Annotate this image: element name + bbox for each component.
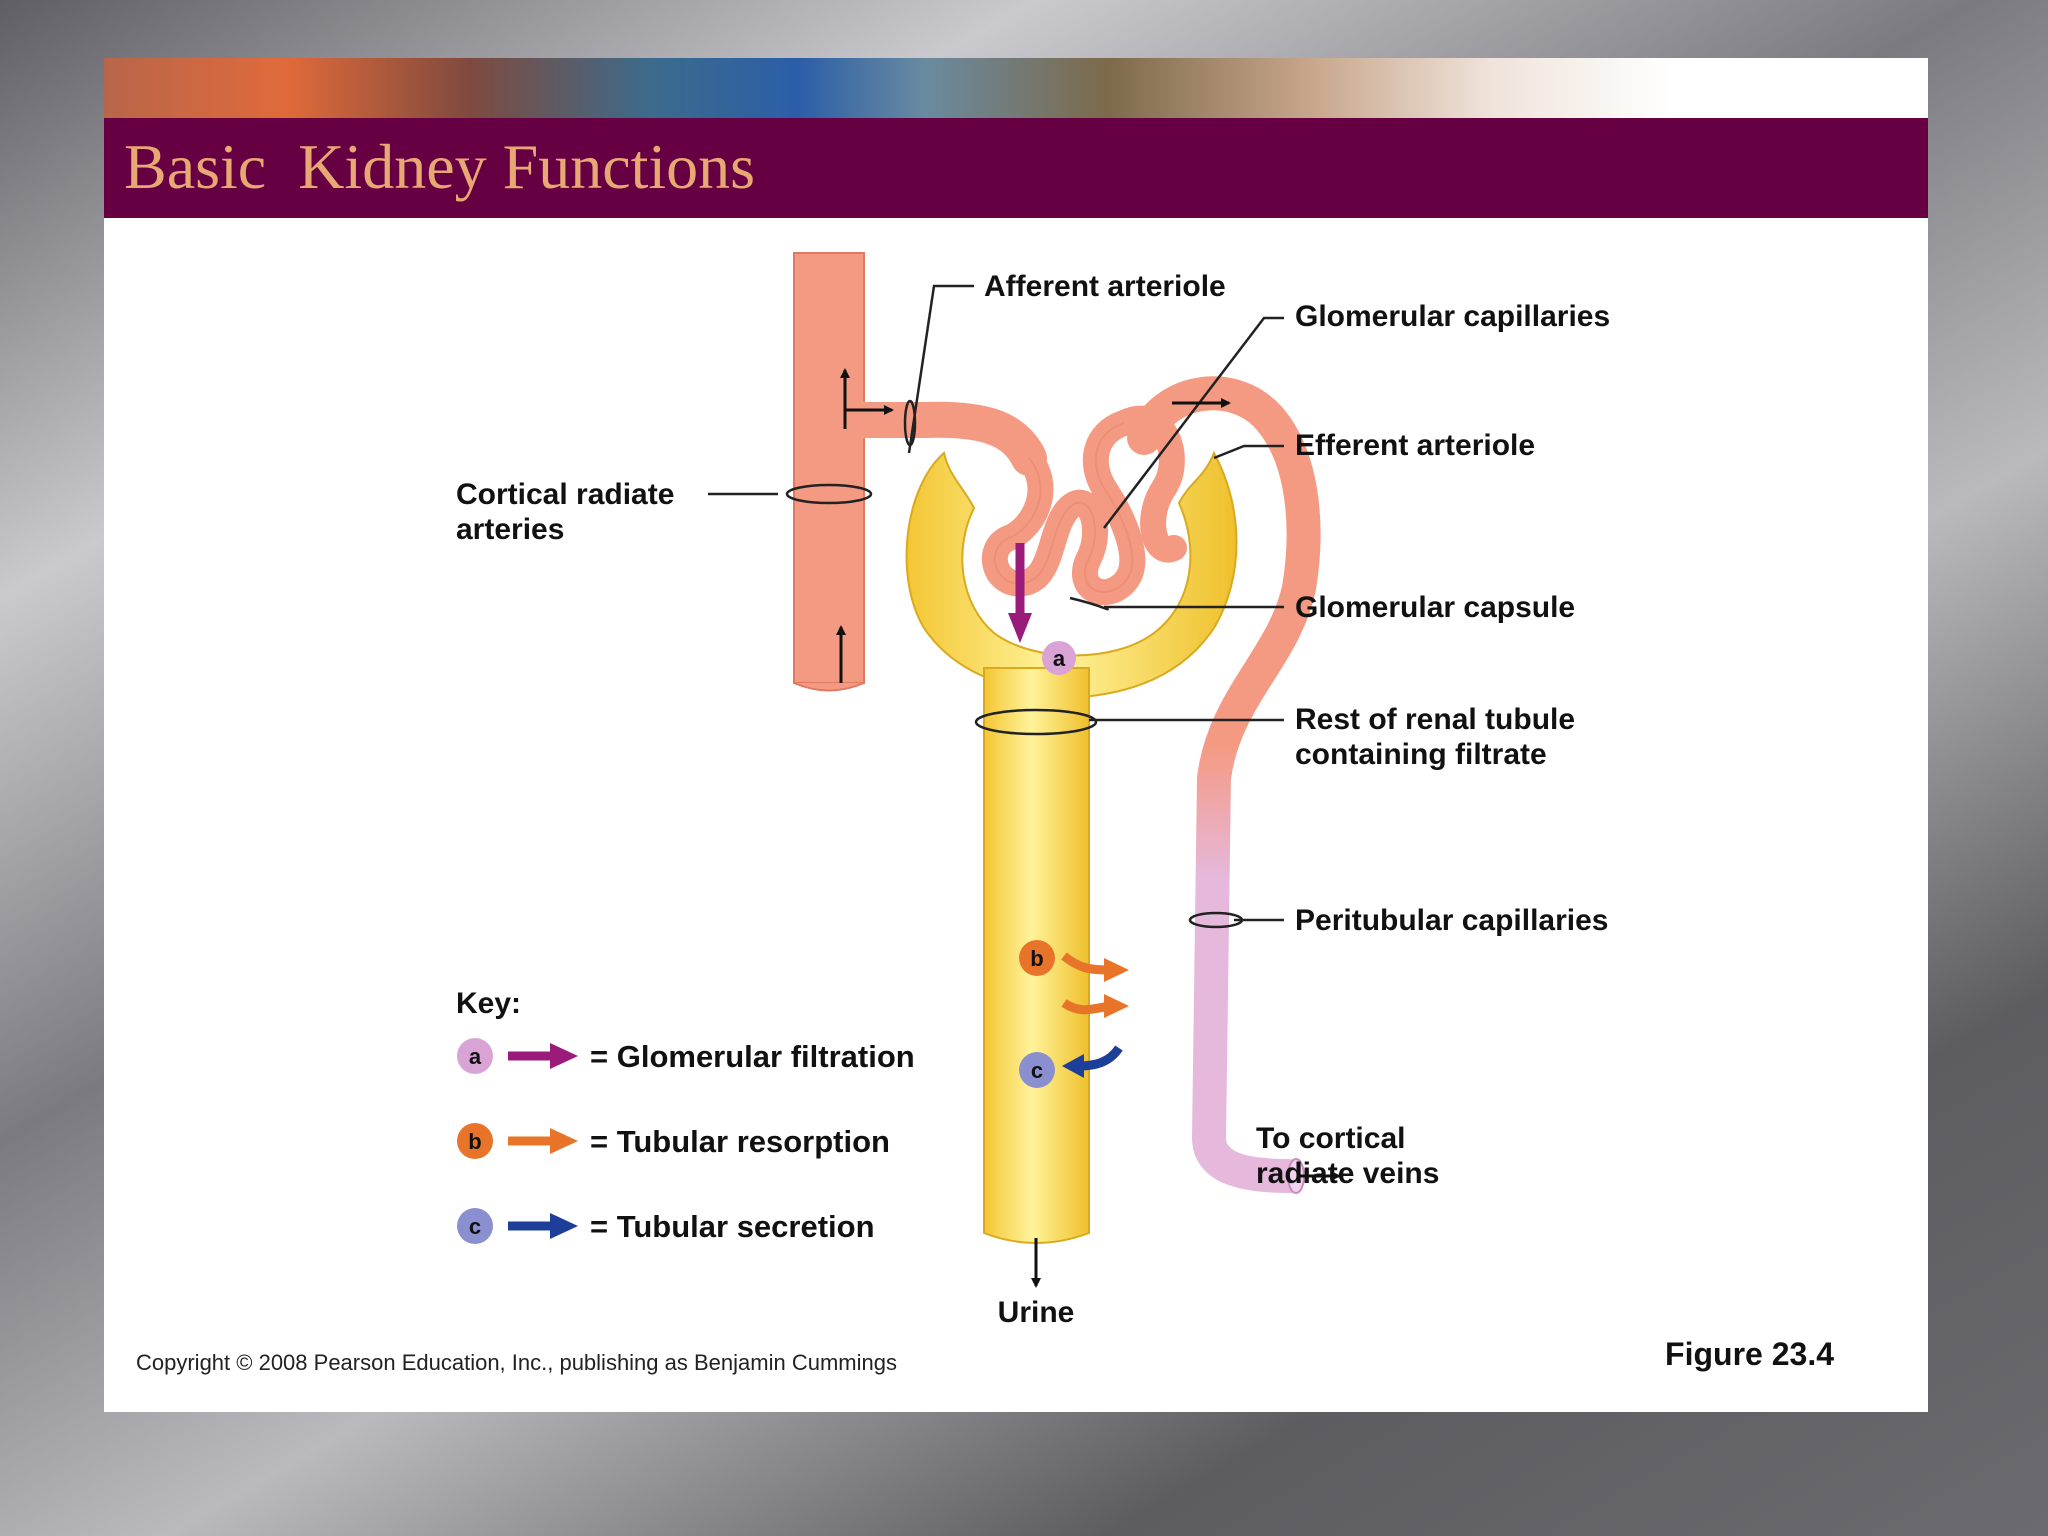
label-peritubular-capillaries: Peritubular capillaries [1295,904,1608,937]
badge-a: a [1053,646,1066,671]
svg-text:= Glomerular filtration: = Glomerular filtration [590,1039,915,1074]
slide-title: Basic Kidney Functions [124,131,756,202]
svg-text:= Tubular resorption: = Tubular resorption [590,1124,890,1159]
flow-arrows [836,368,1341,1288]
label-glomerular-capsule: Glomerular capsule [1295,591,1575,624]
leader-lines [708,284,1284,929]
svg-text:= Tubular secretion: = Tubular secretion [590,1209,875,1244]
label-cortical-radiate-2: arteries [456,513,564,546]
copyright-text: Copyright © 2008 Pearson Education, Inc.… [136,1350,897,1375]
legend-heading: Key: [456,987,521,1020]
label-to-veins-1: To cortical [1256,1122,1405,1155]
legend-item-filtration: a = Glomerular filtration [457,1038,915,1074]
badge-c: c [1031,1058,1043,1083]
label-to-veins-2: radiate veins [1256,1157,1439,1190]
badge-b: b [1030,946,1043,971]
label-rest-tubule-1: Rest of renal tubule [1295,703,1575,736]
afferent-arteriole [836,401,1047,476]
secretion-arrow: c [1019,1045,1123,1088]
decorative-banner [104,58,1928,118]
kidney-diagram: a b c Afferent arteriole Glomerular capi… [136,252,1834,1375]
legend-item-resorption: b = Tubular resorption [457,1123,890,1159]
label-cortical-radiate-1: Cortical radiate [456,478,674,511]
label-glomerular-capillaries: Glomerular capillaries [1295,300,1610,333]
filtration-arrow: a [1008,543,1076,675]
label-efferent-arteriole: Efferent arteriole [1295,429,1535,462]
svg-text:b: b [468,1129,481,1154]
legend-item-secretion: c = Tubular secretion [457,1208,875,1244]
glomerular-capsule [905,450,1238,700]
resorption-arrows: b [1019,940,1129,1018]
title-bar: Basic Kidney Functions [104,118,1928,218]
label-urine: Urine [998,1296,1075,1329]
label-afferent-arteriole: Afferent arteriole [984,270,1226,303]
cortical-radiate-artery [793,252,865,692]
efferent-arteriole [1127,376,1321,1193]
svg-text:c: c [469,1214,481,1239]
legend: Key: a = Glomerular filtration b = Tubul… [456,987,915,1244]
slide: Basic Kidney Functions [104,58,1928,1412]
figure-number: Figure 23.4 [1665,1336,1834,1372]
svg-text:a: a [469,1044,482,1069]
label-rest-tubule-2: containing filtrate [1295,738,1547,771]
